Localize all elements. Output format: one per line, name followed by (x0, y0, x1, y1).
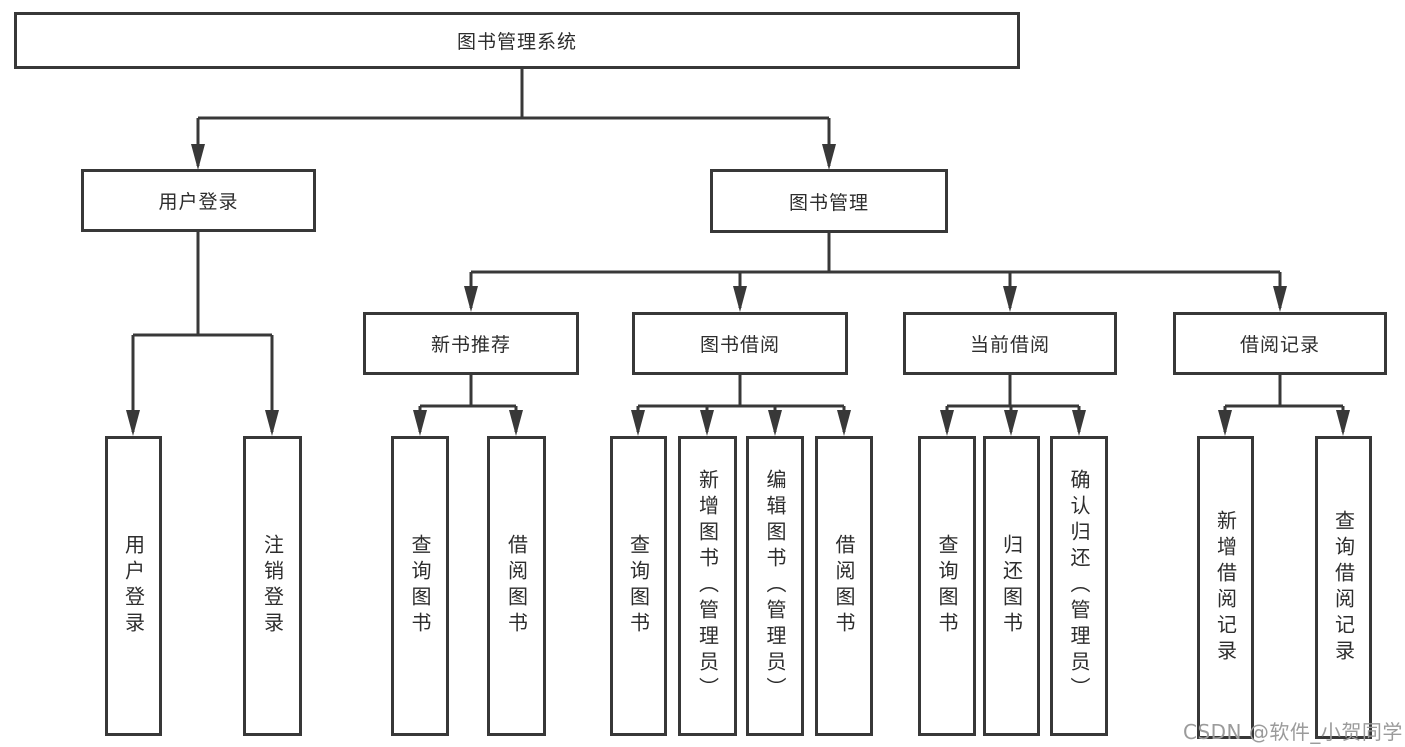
leaf-nbr-query-books: 查询图书 (391, 436, 449, 736)
node-label: 新增图书（管理员） (695, 469, 720, 703)
node-label: 用户登录 (158, 191, 239, 213)
arrowhead-icons (126, 144, 1350, 436)
node-label: 借阅图书 (832, 534, 856, 638)
node-label: 图书管理系统 (456, 31, 577, 53)
leaf-logout: 注销登录 (243, 436, 302, 736)
leaf-br-add-borrow-record: 新增借阅记录 (1197, 436, 1254, 739)
node-label: 查询图书 (626, 534, 651, 638)
node-label: 当前借阅 (969, 334, 1050, 356)
node-book-borrowing: 图书借阅 (632, 312, 848, 375)
csdn-watermark: CSDN @软件_小贺同学 (1183, 720, 1403, 744)
node-label: 图书借阅 (699, 334, 780, 356)
leaf-cb-return-books: 归还图书 (983, 436, 1040, 736)
node-user-login: 用户登录 (81, 169, 316, 232)
node-new-book-recommendation: 新书推荐 (363, 312, 579, 375)
node-label: 归还图书 (999, 534, 1024, 638)
node-label: 确认归还（管理员） (1067, 469, 1091, 703)
leaf-nbr-borrow-books: 借阅图书 (487, 436, 546, 736)
leaf-cb-query-books: 查询图书 (918, 436, 976, 736)
leaf-bb-add-books-admin: 新增图书（管理员） (678, 436, 737, 736)
node-label: 图书管理 (788, 191, 869, 214)
node-label: 用户登录 (121, 534, 146, 638)
node-label: 新书推荐 (430, 334, 511, 356)
leaf-user-login: 用户登录 (105, 436, 162, 736)
node-label: 新增借阅记录 (1213, 509, 1238, 666)
node-library-management-system: 图书管理系统 (14, 12, 1020, 69)
node-label: 借阅记录 (1239, 334, 1320, 356)
node-current-borrowing: 当前借阅 (903, 312, 1117, 375)
node-label: 编辑图书（管理员） (763, 469, 787, 703)
node-label: 查询借阅记录 (1331, 509, 1356, 666)
node-label: 查询图书 (408, 534, 432, 638)
leaf-bb-borrow-books: 借阅图书 (815, 436, 873, 736)
node-label: 注销登录 (260, 534, 285, 638)
leaf-bb-query-books: 查询图书 (610, 436, 667, 736)
node-book-management: 图书管理 (710, 169, 948, 233)
node-label: 借阅图书 (504, 534, 529, 638)
node-label: 查询图书 (935, 534, 959, 638)
leaf-br-query-borrow-record: 查询借阅记录 (1315, 436, 1372, 739)
leaf-cb-confirm-return-admin: 确认归还（管理员） (1050, 436, 1108, 736)
node-borrowing-records: 借阅记录 (1173, 312, 1387, 375)
leaf-bb-edit-books-admin: 编辑图书（管理员） (746, 436, 804, 736)
